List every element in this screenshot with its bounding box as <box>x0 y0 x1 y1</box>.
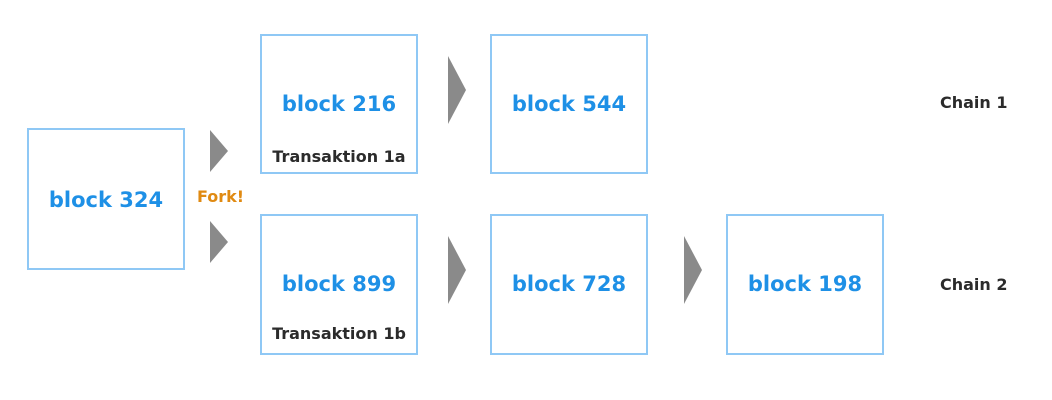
chain-1-arrow-1 <box>448 56 466 124</box>
fork-label: Fork! <box>197 187 245 206</box>
fork-arrow-up <box>210 130 228 172</box>
block-544-label: block 544 <box>511 92 627 116</box>
chain-2-arrow-1 <box>448 236 466 304</box>
block-728: block 728 <box>490 214 648 355</box>
chain-1-label: Chain 1 <box>940 93 1008 112</box>
block-728-label: block 728 <box>511 272 627 296</box>
transaction-1b-label: Transaktion 1b <box>272 324 406 343</box>
block-324: block 324 <box>27 128 185 270</box>
chain-2-label: Chain 2 <box>940 275 1008 294</box>
block-544: block 544 <box>490 34 648 174</box>
block-216-label: block 216 <box>281 92 397 116</box>
block-198-label: block 198 <box>747 272 863 296</box>
fork-arrow-down <box>210 221 228 263</box>
block-324-label: block 324 <box>48 188 164 212</box>
block-899-label: block 899 <box>281 272 397 296</box>
transaction-1a-label: Transaktion 1a <box>272 147 406 166</box>
block-899: block 899 Transaktion 1b <box>260 214 418 355</box>
block-216: block 216 Transaktion 1a <box>260 34 418 174</box>
block-198: block 198 <box>726 214 884 355</box>
chain-2-arrow-2 <box>684 236 702 304</box>
